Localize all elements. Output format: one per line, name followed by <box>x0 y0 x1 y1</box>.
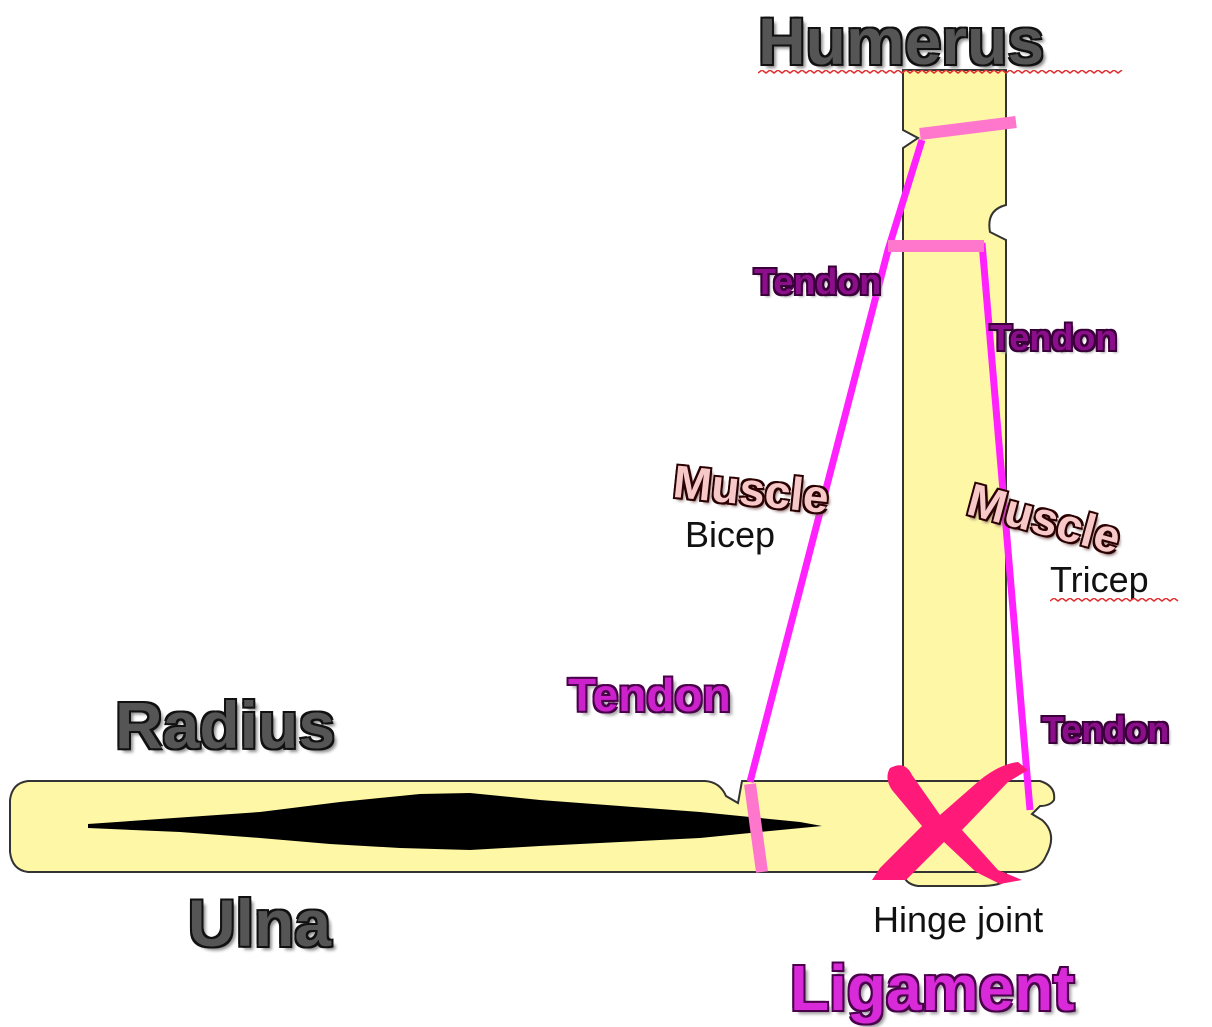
tricep-lower-tendon-label: Tendon <box>1042 712 1169 748</box>
humerus-label: Humerus <box>758 8 1044 74</box>
bicep-muscle-line <box>750 140 922 782</box>
ulna-label: Ulna <box>188 890 331 956</box>
hinge-joint-label: Hinge joint <box>873 902 1043 938</box>
humerus-spellcheck-underline <box>758 70 1124 76</box>
radius-label: Radius <box>115 692 335 758</box>
tricep-spellcheck-underline <box>1050 598 1180 604</box>
bicep-lower-tendon-label: Tendon <box>568 672 731 718</box>
tricep-label: Tricep <box>1050 562 1149 598</box>
bicep-upper-tendon-label: Tendon <box>754 264 881 300</box>
ligament-label: Ligament <box>790 956 1074 1020</box>
tricep-upper-tendon-label: Tendon <box>990 320 1117 356</box>
bicep-label: Bicep <box>685 517 775 553</box>
